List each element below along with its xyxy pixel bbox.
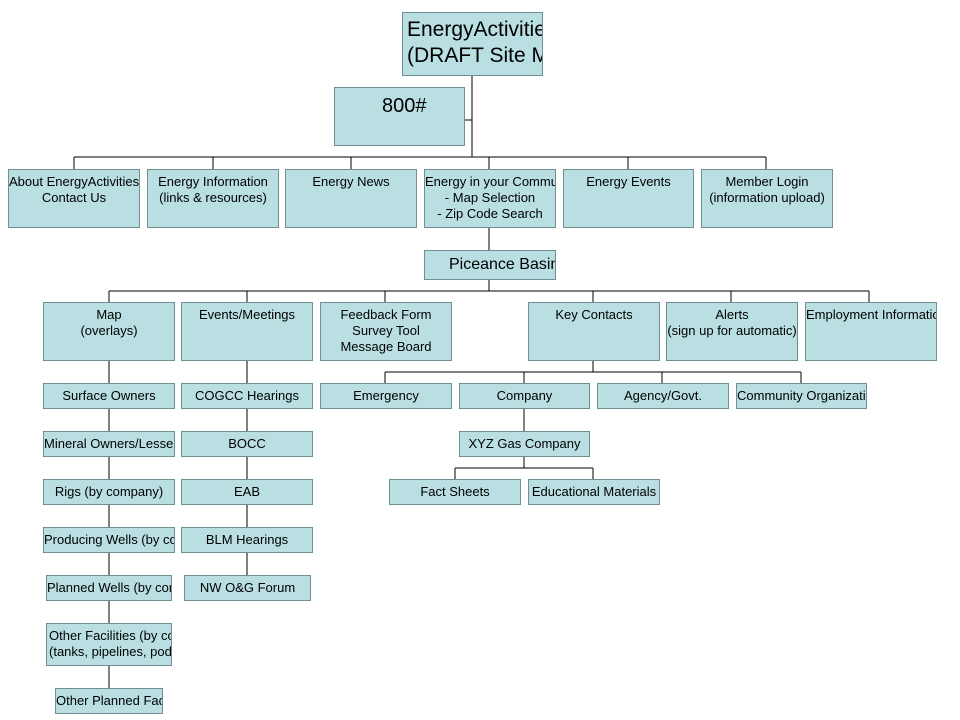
xyz-gas-company-node[interactable]: XYZ Gas Company: [459, 431, 590, 457]
meeting-item-cogcc[interactable]: COGCC Hearings: [181, 383, 313, 409]
meeting-item-bocc[interactable]: BOCC: [181, 431, 313, 457]
map-item-label: Other Planned Facilities: [56, 693, 162, 708]
events-meetings-node[interactable]: Events/Meetings: [181, 302, 313, 361]
meeting-item-label: NW O&G Forum: [199, 580, 296, 595]
meeting-item-nw-forum[interactable]: NW O&G Forum: [184, 575, 311, 601]
about-line2: Contact Us: [41, 190, 107, 205]
energy-community-node[interactable]: Energy in your Community - Map Selection…: [424, 169, 556, 228]
fact-sheets-node[interactable]: Fact Sheets: [389, 479, 521, 505]
energy-events-node[interactable]: Energy Events: [563, 169, 694, 228]
key-contacts-node[interactable]: Key Contacts: [528, 302, 660, 361]
contact-agency-label: Agency/Govt.: [623, 388, 703, 403]
phone-node[interactable]: 800#: [334, 87, 465, 146]
energy-community-line2: - Map Selection: [444, 190, 536, 205]
energy-events-label: Energy Events: [586, 174, 671, 189]
alerts-line2: (sign up for automatic): [667, 323, 797, 338]
map-item-label: Surface Owners: [62, 388, 156, 403]
map-item-other-facilities[interactable]: Other Facilities (by company) (tanks, pi…: [46, 623, 172, 666]
map-item-rigs[interactable]: Rigs (by company): [43, 479, 175, 505]
feedback-line2: Survey Tool: [352, 323, 420, 338]
map-item-label: Other Facilities (by company) (tanks, pi…: [49, 628, 171, 659]
root-subtitle: (DRAFT Site Map): [407, 44, 542, 67]
phone-label: 800#: [382, 95, 427, 117]
map-item-label: Producing Wells (by company): [44, 532, 174, 547]
contact-company-label: Company: [496, 388, 553, 403]
meeting-item-eab[interactable]: EAB: [181, 479, 313, 505]
contact-company-node[interactable]: Company: [459, 383, 590, 409]
employment-node[interactable]: Employment Information: [805, 302, 937, 361]
member-login-line1: Member Login: [725, 174, 809, 189]
energy-news-label: Energy News: [312, 174, 390, 189]
meeting-item-label: EAB: [233, 484, 260, 499]
contact-community-node[interactable]: Community Organizations: [736, 383, 867, 409]
about-node[interactable]: About EnergyActivities Contact Us: [8, 169, 140, 228]
map-item-planned-wells[interactable]: Planned Wells (by company): [46, 575, 172, 601]
educational-materials-label: Educational Materials: [531, 484, 657, 499]
feedback-node[interactable]: Feedback Form Survey Tool Message Board: [320, 302, 452, 361]
member-login-line2: (information upload): [709, 190, 825, 205]
map-item-mineral-owners[interactable]: Mineral Owners/Lessees: [43, 431, 175, 457]
map-item-label: Rigs (by company): [54, 484, 164, 499]
fact-sheets-label: Fact Sheets: [420, 484, 490, 499]
energy-information-node[interactable]: Energy Information (links & resources): [147, 169, 279, 228]
meeting-item-label: COGCC Hearings: [194, 388, 300, 403]
map-item-surface-owners[interactable]: Surface Owners: [43, 383, 175, 409]
employment-label: Employment Information: [806, 307, 936, 322]
meeting-item-blm[interactable]: BLM Hearings: [181, 527, 313, 553]
educational-materials-node[interactable]: Educational Materials: [528, 479, 660, 505]
feedback-line3: Message Board: [340, 339, 432, 354]
meeting-item-label: BOCC: [228, 436, 266, 451]
member-login-node[interactable]: Member Login (information upload): [701, 169, 833, 228]
root-node[interactable]: EnergyActivities. (DRAFT Site Map): [402, 12, 543, 76]
contact-community-label: Community Organizations: [737, 388, 866, 403]
about-line1: About EnergyActivities: [9, 174, 139, 189]
map-node[interactable]: Map (overlays): [43, 302, 175, 361]
piceance-basin-node[interactable]: Piceance Basin: [424, 250, 556, 280]
energy-community-line1: Energy in your Community: [425, 174, 555, 189]
map-item-producing-wells[interactable]: Producing Wells (by company): [43, 527, 175, 553]
contact-agency-node[interactable]: Agency/Govt.: [597, 383, 729, 409]
alerts-line1: Alerts: [715, 307, 749, 322]
events-meetings-label: Events/Meetings: [198, 307, 296, 322]
xyz-gas-company-label: XYZ Gas Company: [468, 436, 581, 451]
energy-news-node[interactable]: Energy News: [285, 169, 417, 228]
meeting-item-label: BLM Hearings: [205, 532, 289, 547]
contact-emergency-node[interactable]: Emergency: [320, 383, 452, 409]
alerts-node[interactable]: Alerts (sign up for automatic): [666, 302, 798, 361]
energy-information-line1: Energy Information: [158, 174, 268, 189]
map-item-label: Mineral Owners/Lessees: [44, 436, 174, 451]
key-contacts-label: Key Contacts: [555, 307, 633, 322]
map-line2: (overlays): [80, 323, 138, 338]
map-line1: Map: [96, 307, 122, 322]
energy-information-line2: (links & resources): [159, 190, 267, 205]
piceance-basin-label: Piceance Basin: [449, 256, 555, 273]
map-item-label: Planned Wells (by company): [47, 580, 171, 595]
feedback-line1: Feedback Form: [340, 307, 432, 322]
map-item-other-planned-facilities[interactable]: Other Planned Facilities: [55, 688, 163, 714]
contact-emergency-label: Emergency: [353, 388, 419, 403]
root-title: EnergyActivities.: [407, 18, 542, 41]
energy-community-line3: - Zip Code Search: [437, 206, 543, 221]
